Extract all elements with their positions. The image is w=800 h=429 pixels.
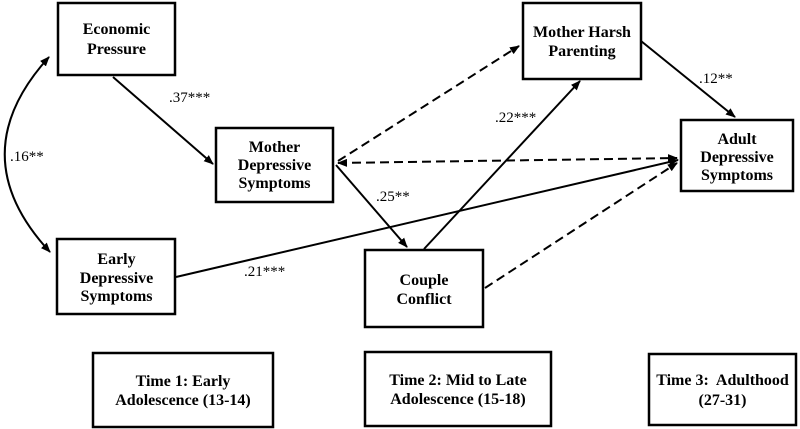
mother-depressive-box xyxy=(214,126,335,204)
coefficient-mhp-to-ads: .12** xyxy=(699,71,733,87)
coefficient-cc-to-mhp: .22*** xyxy=(495,110,536,126)
path-mother-harsh-to-adult-depressive xyxy=(640,40,736,118)
path-mother-depressive-to-couple-conflict xyxy=(335,164,408,248)
dashed-path-mother-depressive-to-mother-harsh xyxy=(337,45,520,162)
path-couple-conflict-to-mother-harsh xyxy=(423,80,581,250)
mother-harsh-box xyxy=(521,1,643,81)
coefficient-ep-with-eds: .16** xyxy=(10,149,44,165)
time2-box xyxy=(363,350,553,428)
time3-box xyxy=(647,352,798,427)
coefficient-eds-to-ads: .21*** xyxy=(244,264,285,280)
path-early-depressive-to-adult-depressive xyxy=(175,158,679,278)
dashed-path-couple-conflict-to-adult-depressive xyxy=(484,162,678,289)
early-depressive-box xyxy=(55,237,177,316)
time1-box xyxy=(91,351,275,429)
correlation-curve-economic-pressure-early-depressive xyxy=(3,56,51,253)
coefficient-mds-to-cc: .25** xyxy=(376,189,410,205)
path-economic-pressure-to-mother-depressive xyxy=(112,76,214,165)
time3-label: Time 3: Adulthood(27-31) xyxy=(656,372,789,409)
dashed-path-mother-depressive-adult-depressive xyxy=(337,154,678,167)
adult-depressive-box xyxy=(679,118,795,193)
couple-conflict-box xyxy=(363,248,485,329)
coefficient-ep-to-mds: .37*** xyxy=(169,90,210,106)
timeline-box-time3: Time 3: Adulthood(27-31) xyxy=(647,352,798,427)
economic-pressure-box xyxy=(56,1,177,77)
